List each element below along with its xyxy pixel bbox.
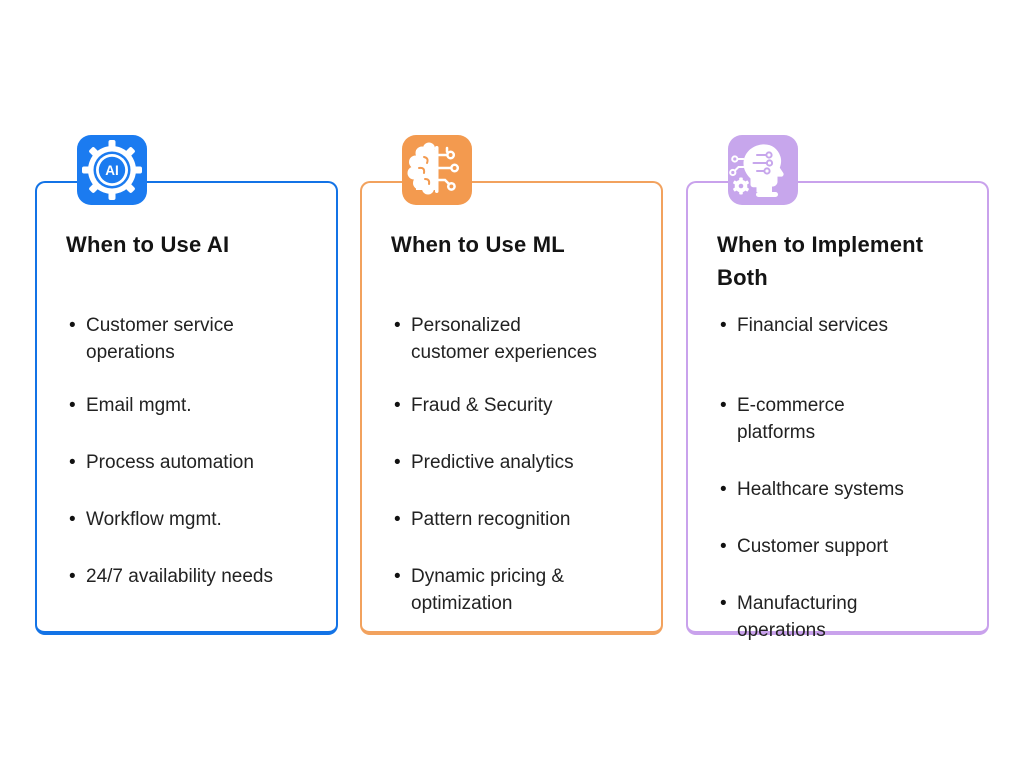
ml-brain-icon [402, 135, 472, 205]
list-item: Financial services [720, 312, 925, 366]
list-item: Personalized customer experiences [394, 312, 599, 366]
card-when-to-use-ai: AI When to Use AI Customer service opera… [35, 135, 338, 635]
list-item: Healthcare systems [720, 476, 925, 503]
list-item: Predictive analytics [394, 449, 599, 476]
list-item: 24/7 availability needs [69, 563, 274, 590]
list-item: Customer support [720, 533, 925, 560]
card-when-to-implement-both: When to Implement Both Financial service… [686, 135, 989, 641]
ai-icon-label: AI [105, 163, 119, 178]
card-bullet-list: Customer service operations Email mgmt. … [66, 312, 318, 590]
list-item: Customer service operations [69, 312, 274, 366]
card-title: When to Use ML [391, 232, 565, 257]
card-bullet-list: Personalized customer experiences Fraud … [391, 312, 643, 617]
ai-ml-head-icon [728, 135, 798, 205]
list-item: Pattern recognition [394, 506, 599, 533]
list-item: Dynamic pricing & optimization [394, 563, 599, 617]
card-when-to-use-ml: When to Use ML Personalized customer exp… [360, 135, 663, 635]
list-item: Email mgmt. [69, 392, 274, 419]
card-title: When to Use AI [66, 232, 230, 257]
list-item: Process automation [69, 449, 274, 476]
card-title: When to Implement Both [717, 232, 924, 290]
card-bullet-list: Financial services E-commerce platforms … [717, 312, 969, 644]
list-item: Workflow mgmt. [69, 506, 274, 533]
list-item: E-commerce platforms [720, 392, 925, 446]
list-item: Fraud & Security [394, 392, 599, 419]
list-item: Manufacturing operations [720, 590, 925, 644]
ai-gear-icon: AI [77, 135, 147, 205]
